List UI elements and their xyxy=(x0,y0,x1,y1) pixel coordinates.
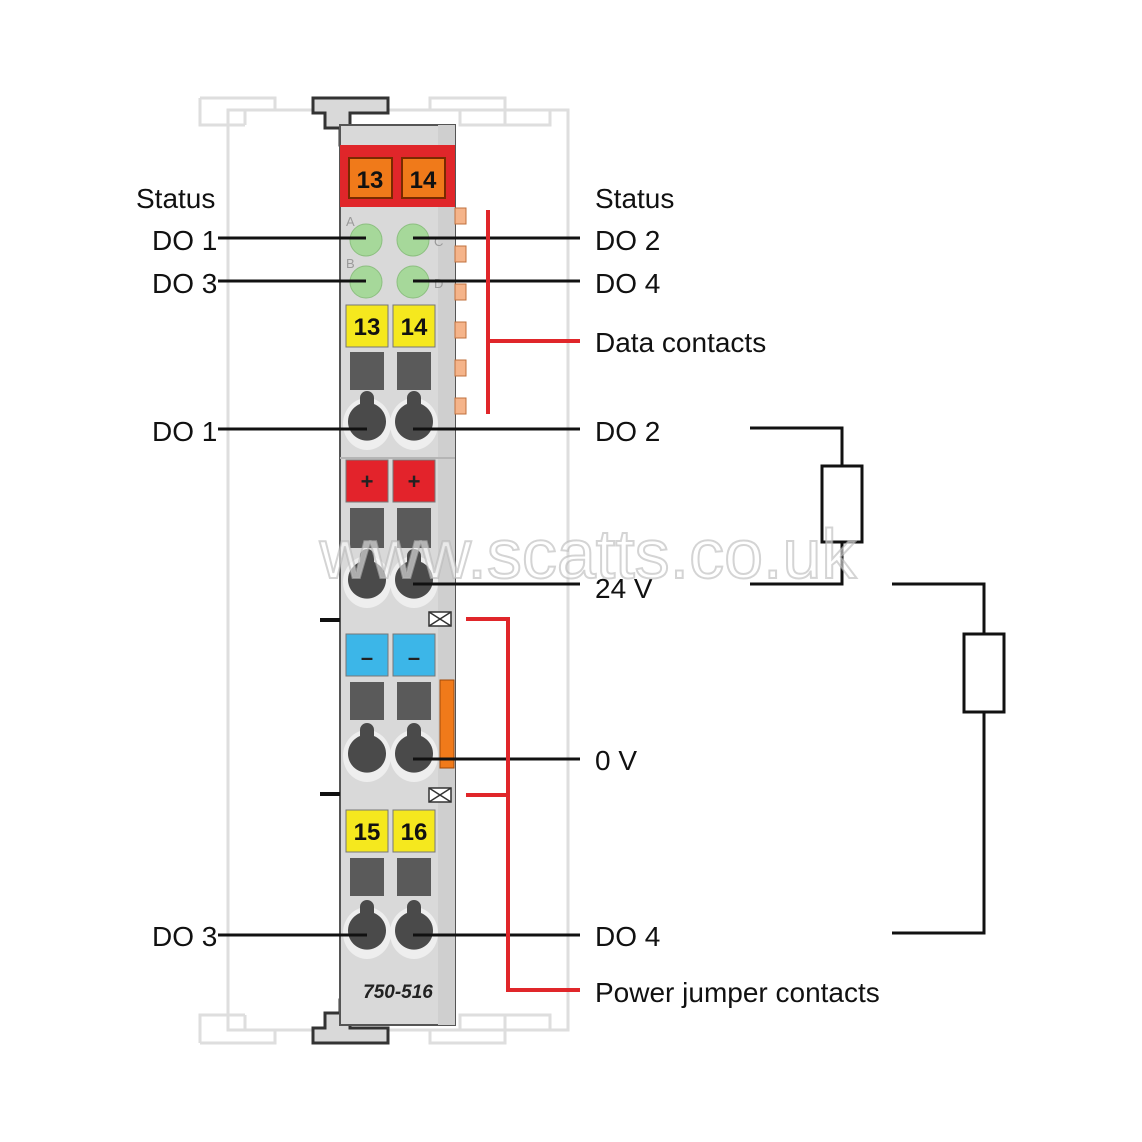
clamp-opening[interactable] xyxy=(395,549,433,599)
header-terminal-13-label: 13 xyxy=(357,167,384,194)
terminal-group-4: 15 16 xyxy=(343,809,438,959)
led-do2 xyxy=(396,223,430,257)
terminal-minus-1-label: – xyxy=(361,645,373,670)
label-do1-led: DO 1 xyxy=(152,225,217,256)
terminal-group-3: – – xyxy=(343,633,438,782)
clamp-opening[interactable] xyxy=(348,549,386,599)
power-jumper-bracket xyxy=(466,617,580,992)
watermark: www.scatts.co.uk xyxy=(319,515,858,593)
module-model-number: 750-516 xyxy=(363,982,433,1003)
led-do1 xyxy=(349,223,383,257)
terminal-group-1: 13 14 xyxy=(343,304,438,450)
led-letter-a: A xyxy=(346,214,355,229)
terminal-marker-16[interactable] xyxy=(392,809,436,853)
terminal-minus-2-label: – xyxy=(408,645,420,670)
label-do4-terminal: DO 4 xyxy=(595,921,660,952)
terminal-marker-13-label: 13 xyxy=(354,314,381,341)
label-do3-led: DO 3 xyxy=(152,268,217,299)
load-resistor-2 xyxy=(962,632,1006,714)
terminal-marker-minus-2[interactable] xyxy=(392,633,436,677)
terminal-marker-14[interactable] xyxy=(392,304,436,348)
terminal-marker-13[interactable] xyxy=(345,304,389,348)
power-jumper-notch-bottom xyxy=(428,787,452,803)
led-letter-c: C xyxy=(434,234,443,249)
label-power-jumper-contacts: Power jumper contacts xyxy=(595,977,880,1008)
terminal-plus-1-label: + xyxy=(361,469,374,494)
release-button[interactable] xyxy=(397,858,431,896)
label-24v: 24 V xyxy=(595,573,653,604)
release-button[interactable] xyxy=(350,682,384,720)
release-button[interactable] xyxy=(350,352,384,390)
terminal-marker-plus-2[interactable] xyxy=(392,459,436,503)
led-letter-b: B xyxy=(346,256,355,271)
label-do1-terminal: DO 1 xyxy=(152,416,217,447)
terminal-marker-16-label: 16 xyxy=(401,819,428,846)
label-do2-terminal: DO 2 xyxy=(595,416,660,447)
release-button[interactable] xyxy=(350,508,384,548)
header-terminal-14[interactable] xyxy=(401,157,446,199)
release-button[interactable] xyxy=(397,682,431,720)
terminal-marker-14-label: 14 xyxy=(401,314,428,341)
power-jumper-contact-bar xyxy=(439,679,455,769)
terminal-plus-2-label: + xyxy=(408,469,421,494)
label-status-left: Status xyxy=(136,183,215,214)
clamp-opening[interactable] xyxy=(395,900,434,950)
terminal-marker-minus-1[interactable] xyxy=(345,633,389,677)
terminal-marker-plus-1[interactable] xyxy=(345,459,389,503)
data-contacts-bracket xyxy=(486,210,580,414)
terminal-marker-15-label: 15 xyxy=(354,819,381,846)
label-0v: 0 V xyxy=(595,745,637,776)
clamp-opening[interactable] xyxy=(347,900,386,950)
label-do2-led: DO 2 xyxy=(595,225,660,256)
led-letter-d: D xyxy=(434,276,443,291)
header-terminal-13[interactable] xyxy=(348,157,393,199)
terminal-group-2: + + xyxy=(340,457,455,608)
label-data-contacts: Data contacts xyxy=(595,327,766,358)
release-button[interactable] xyxy=(397,352,431,390)
data-contact-pads xyxy=(454,207,467,415)
clamp-opening[interactable] xyxy=(347,723,386,773)
release-button[interactable] xyxy=(350,858,384,896)
label-do3-terminal: DO 3 xyxy=(152,921,217,952)
right-leader-lines xyxy=(413,236,580,937)
left-leader-lines xyxy=(218,236,367,937)
terminal-marker-15[interactable] xyxy=(345,809,389,853)
header-terminal-14-label: 14 xyxy=(410,167,437,194)
ghost-module-outline xyxy=(198,96,570,1045)
label-do4-led: DO 4 xyxy=(595,268,660,299)
release-button[interactable] xyxy=(397,508,431,548)
label-status-right: Status xyxy=(595,183,674,214)
load-circuit-1 xyxy=(750,426,864,586)
load-circuit-2 xyxy=(892,582,1006,935)
power-jumper-notch-top xyxy=(428,611,452,627)
